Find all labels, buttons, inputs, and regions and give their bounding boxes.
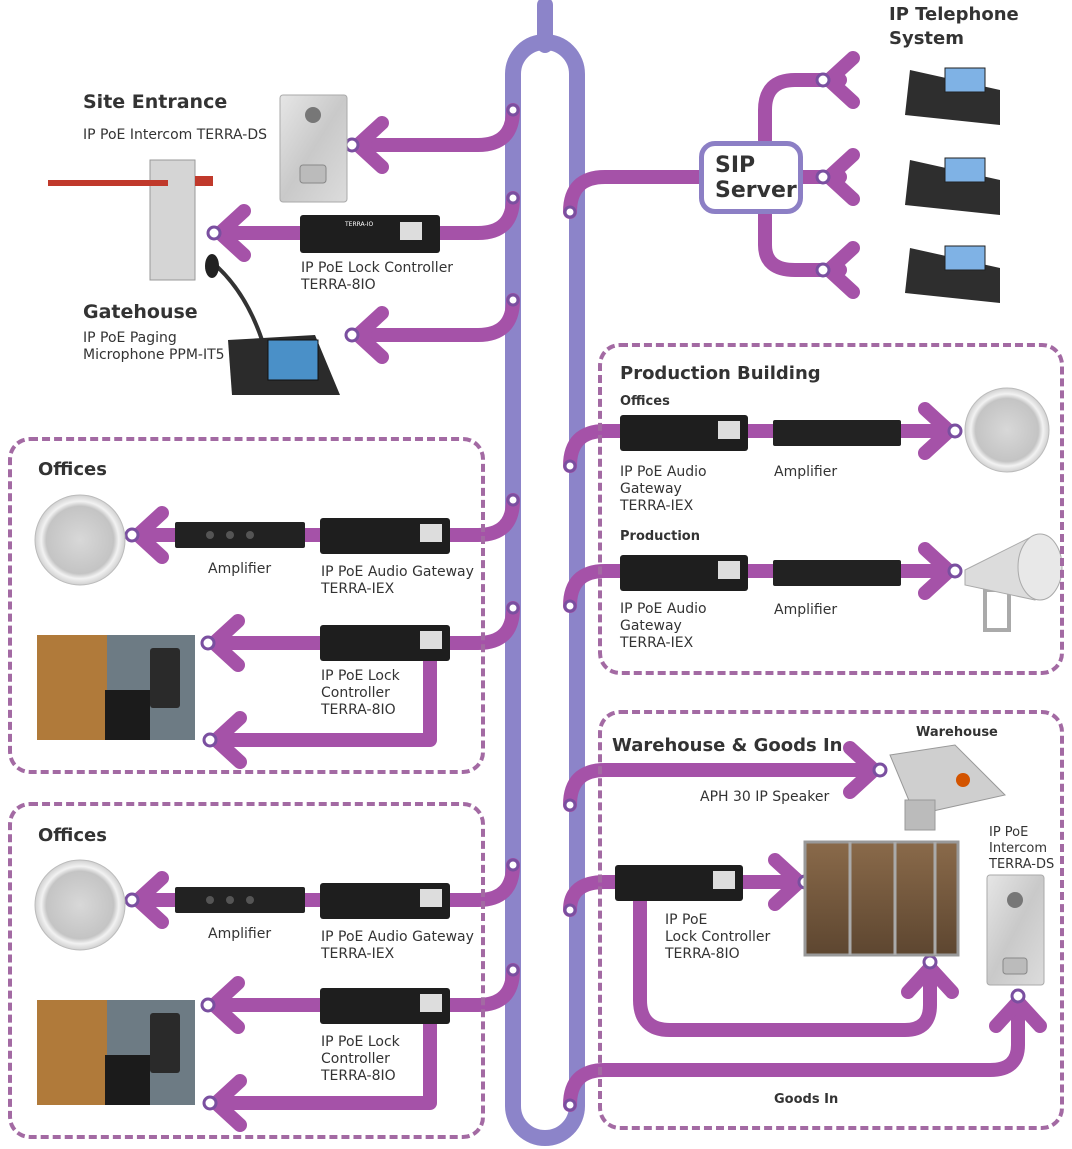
offices-1-lock-label: IP PoE Lock Controller TERRA-8IO: [321, 668, 400, 718]
production-gateway-2-label: IP PoE Audio Gateway TERRA-IEX: [620, 601, 707, 651]
offices-2-gateway-label: IP PoE Audio Gateway TERRA-IEX: [321, 929, 474, 962]
goods-in-label: Goods In: [774, 1092, 839, 1107]
site-entrance-device-label: IP PoE Intercom TERRA-DS: [83, 127, 268, 143]
terra-io-device-icon: TERRA-IO: [300, 215, 440, 253]
gatehouse-device-label: IP PoE Paging Microphone PPM-IT5: [83, 330, 225, 363]
production-gateway-device-icon: [620, 415, 748, 451]
ceiling-speaker-icon: [34, 494, 126, 586]
offices-2-amplifier-label: Amplifier: [208, 926, 272, 942]
warehouse-lock-controller-device-icon: [615, 865, 743, 901]
connection-nodes: [124, 72, 1026, 1112]
production-gateway-device-icon-2: [620, 555, 748, 591]
offices-2-title: Offices: [38, 825, 107, 846]
horn-speaker-icon: [889, 744, 1006, 831]
production-production-subtitle: Production: [620, 529, 700, 544]
projection-speaker-icon: [964, 533, 1063, 632]
sip-server-box: [699, 141, 803, 214]
backbone: [505, 0, 585, 1146]
lock-controller-device-icon: [320, 625, 450, 661]
amplifier-device-icon: [175, 522, 305, 548]
offices-zone-2: [8, 802, 485, 1139]
offices-1-title: Offices: [38, 459, 107, 480]
warehouse-intercom-label: IP PoE Intercom TERRA-DS: [989, 825, 1055, 872]
gatehouse-title: Gatehouse: [83, 301, 198, 323]
audio-gateway-device-icon: [320, 518, 450, 554]
production-title: Production Building: [620, 363, 821, 384]
amplifier-device-icon-2: [175, 887, 305, 913]
production-amplifier-1-label: Amplifier: [774, 464, 838, 480]
offices-2-lock-label: IP PoE Lock Controller TERRA-8IO: [321, 1034, 400, 1084]
card-reader-photo-icon: [37, 635, 195, 740]
production-gateway-1-label: IP PoE Audio Gateway TERRA-IEX: [620, 464, 707, 514]
lock-controller-device-icon-2: [320, 988, 450, 1024]
production-zone: [598, 343, 1064, 675]
ceiling-speaker-icon-3: [964, 387, 1050, 473]
terra-io-label: TERRA-IO: [344, 221, 373, 228]
warehouse-lock-label: IP PoE Lock Controller TERRA-8IO: [665, 912, 771, 962]
warehouse-speaker-label: APH 30 IP Speaker: [700, 789, 830, 805]
offices-1-gateway-label: IP PoE Audio Gateway TERRA-IEX: [321, 564, 474, 597]
warehouse-zone: [598, 710, 1064, 1130]
warehouse-subtitle: Warehouse: [916, 725, 998, 740]
production-amplifier-2-label: Amplifier: [774, 602, 838, 618]
branch-lines: [141, 73, 1025, 1112]
ceiling-speaker-icon-2: [34, 859, 126, 951]
ip-telephone-title: IP Telephone System: [889, 4, 1019, 49]
sliding-gate-icon: [803, 840, 960, 957]
offices-1-amplifier-label: Amplifier: [208, 561, 272, 577]
intercom-panel-icon: [279, 94, 348, 203]
production-amplifier-device-icon: [773, 420, 901, 446]
sip-server-label: SIP Server: [715, 153, 797, 203]
lock-controller-label: IP PoE Lock Controller TERRA-8IO: [301, 260, 454, 293]
production-offices-subtitle: Offices: [620, 394, 670, 409]
ip-phone-icon: [905, 67, 1000, 125]
site-entrance-title: Site Entrance: [83, 91, 228, 113]
intercom-panel-icon-2: [986, 874, 1045, 986]
ip-phone-icon-3: [905, 245, 1000, 303]
ip-phone-icon-2: [905, 157, 1000, 215]
offices-zone-1: [8, 437, 485, 774]
barrier-gate-icon: [48, 159, 213, 281]
card-reader-photo-icon-2: [37, 1000, 195, 1105]
warehouse-title: Warehouse & Goods In: [612, 735, 843, 756]
paging-microphone-icon: [205, 254, 340, 395]
audio-gateway-device-icon-2: [320, 883, 450, 919]
production-amplifier-device-icon-2: [773, 560, 901, 586]
